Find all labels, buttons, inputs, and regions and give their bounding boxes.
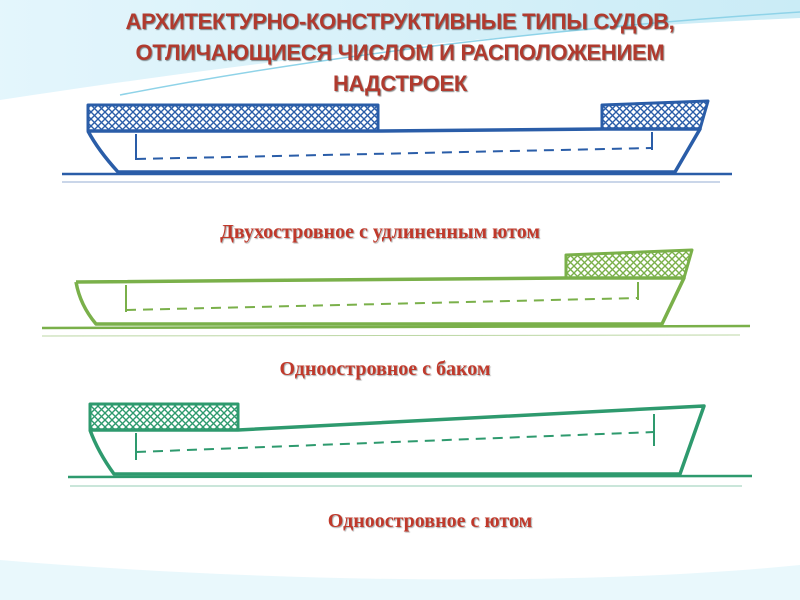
waterline (41, 324, 751, 330)
page-title: АРХИТЕКТУРНО-КОНСТРУКТИВНЫЕ ТИПЫ СУДОВ, … (0, 6, 800, 99)
title-line-1: АРХИТЕКТУРНО-КОНСТРУКТИВНЫЕ ТИПЫ СУДОВ, (125, 9, 675, 34)
deck-line-dashed (135, 147, 653, 160)
deck-line-dashed (135, 431, 655, 453)
poop-superstructure (88, 402, 240, 432)
title-line-3: НАДСТРОЕК (333, 71, 467, 96)
poop-superstructure (600, 99, 710, 131)
title-line-2: ОТЛИЧАЮЩИЕСЯ ЧИСЛОМ И РАСПОЛОЖЕНИЕМ (135, 40, 665, 65)
ship-diagram-one-island-forecastle (41, 248, 751, 337)
hull-outline (86, 127, 702, 174)
hull-outline (88, 404, 706, 476)
ship-caption-1: Двухостровное с удлиненным ютом (220, 221, 540, 243)
deck-line-dashed (125, 297, 639, 311)
ship-caption-3: Одноостровное с ютом (327, 510, 533, 532)
ship-diagram-two-island (62, 99, 732, 183)
forecastle-superstructure (564, 248, 694, 280)
hull-outline (74, 276, 686, 326)
ship-diagram-one-island-poop (67, 402, 753, 487)
ship-caption-2: Одноостровное с баком (279, 358, 491, 380)
waterline (67, 474, 753, 479)
forecastle-superstructure (86, 103, 380, 133)
